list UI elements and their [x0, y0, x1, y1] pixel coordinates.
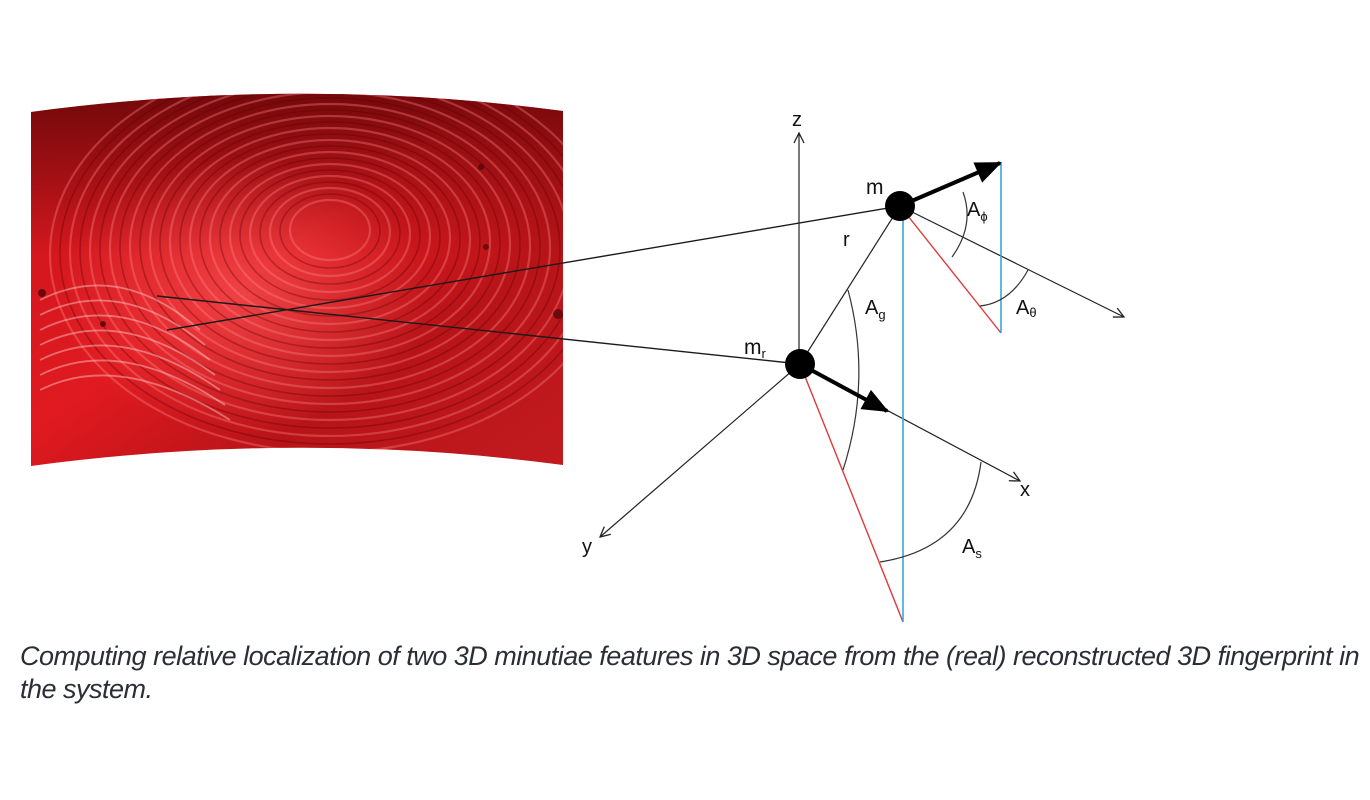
red-line-lower [799, 363, 904, 623]
mr-direction-arrow [799, 362, 889, 413]
minutia-mr-node [785, 349, 815, 379]
minutia-mr-label: mr [744, 336, 767, 361]
arc-a-theta [979, 269, 1029, 307]
arc-a-phi [951, 191, 968, 258]
minutia-m-label: m [866, 176, 884, 199]
angle-a-s-label: As [962, 536, 982, 561]
arc-a-g [842, 289, 860, 471]
minutia-m-node [885, 191, 915, 221]
angle-a-g-label: Ag [865, 297, 886, 322]
y-axis-label: y [582, 536, 592, 558]
angle-a-theta-label: Aθ [1016, 297, 1037, 320]
minutiae-diagram: z x y m mr r Aϕ Aθ Ag As [31, 93, 1370, 623]
m-direction-arrow [899, 161, 1003, 208]
red-line-upper [899, 205, 1002, 334]
fingerprint-image [31, 93, 563, 467]
r-distance-line [799, 205, 901, 365]
x-axis-upper [899, 205, 1124, 317]
figure-caption: Computing relative localization of two 3… [20, 641, 1360, 704]
angle-a-phi-label: Aϕ [967, 199, 988, 224]
connector-to-mr [156, 295, 801, 365]
connector-to-m [166, 205, 901, 331]
z-axis-label: z [792, 109, 802, 131]
y-axis [600, 363, 801, 537]
distance-r-label: r [843, 229, 850, 251]
x-axis-label: x [1020, 479, 1030, 501]
arc-a-s [879, 461, 982, 563]
